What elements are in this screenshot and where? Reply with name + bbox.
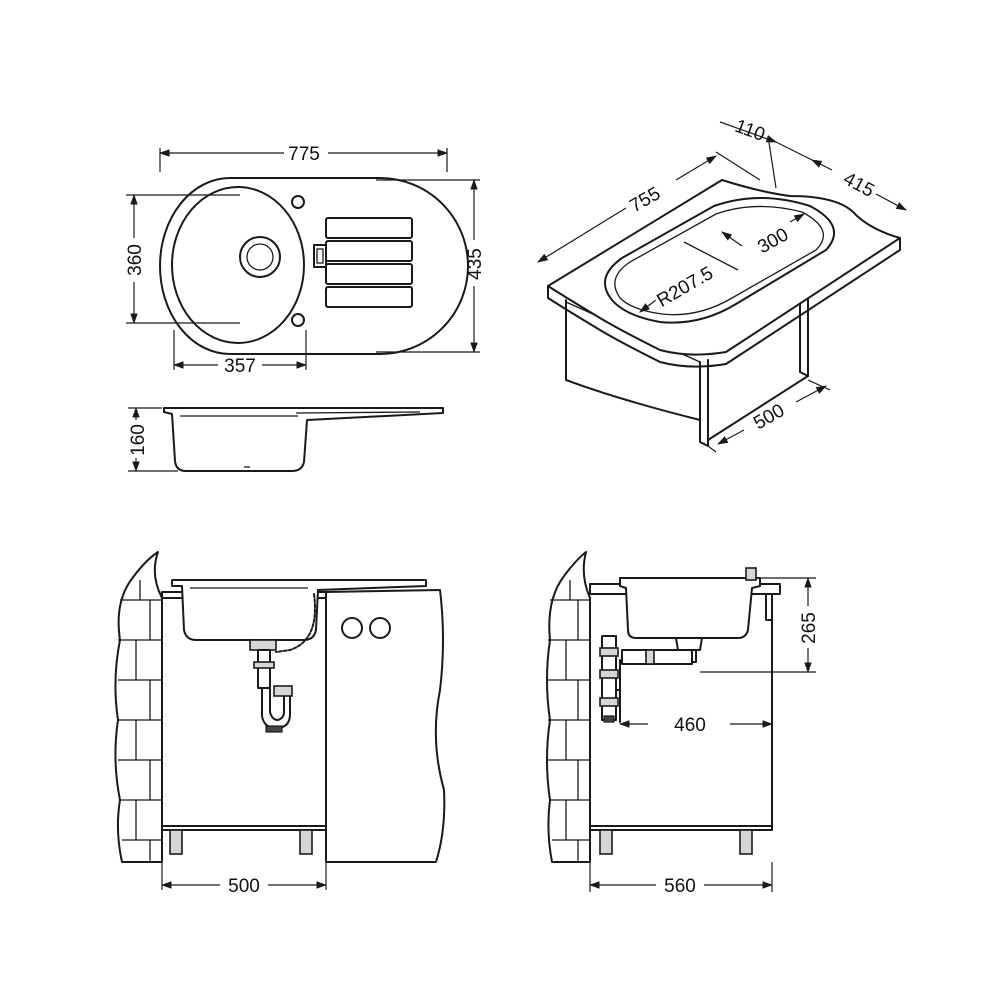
dim-overall-length: 775 [288,144,320,165]
siphon-nut [273,685,293,697]
cabinet-side [325,589,446,863]
dim-bowl-width: 360 [125,244,146,276]
hole-icon-2 [369,617,391,639]
sink-section [619,577,761,639]
drain-inner [246,243,274,271]
dim-iso-width: 415 [840,168,878,201]
tap-hole-icon [291,195,305,209]
bowl-top [171,186,305,344]
front-install-view: 500 [114,551,446,897]
overflow-hole-icon [291,313,305,327]
dim-depth: 160 [128,424,149,456]
brick-wall-left [114,551,163,863]
dim-overall-depth: 435 [465,248,486,280]
dim-drain-height: 265 [799,612,820,644]
drain-fitting [249,639,277,651]
hole-icon-1 [341,617,363,639]
overflow-slot [313,244,327,268]
foot-right [299,829,313,855]
isometric-view: 755 110 415 300 R207.5 500 [537,116,907,453]
dim-bowl-length: 357 [224,356,256,377]
side-view: 160 [128,406,444,473]
top-view: 775 360 435 357 [125,144,486,377]
drain-outer [239,236,281,278]
dim-iso-overall-length: 755 [626,183,664,217]
dim-cabinet-width: 500 [228,876,260,897]
brick-wall-right [546,551,591,863]
sink-profile [163,407,444,472]
section-view: 265 460 560 [546,551,820,897]
dim-iso-rim: 110 [732,116,768,146]
foot-back [599,829,613,855]
drainer-ribs [325,217,413,308]
foot-front [739,829,753,855]
dim-cabinet-depth: 560 [664,876,696,897]
foot-left [169,829,183,855]
sink-outline-top [159,177,469,355]
dim-drain-offset: 460 [674,715,706,736]
sink-front [171,579,427,641]
dim-iso-cabinet: 500 [750,400,788,434]
